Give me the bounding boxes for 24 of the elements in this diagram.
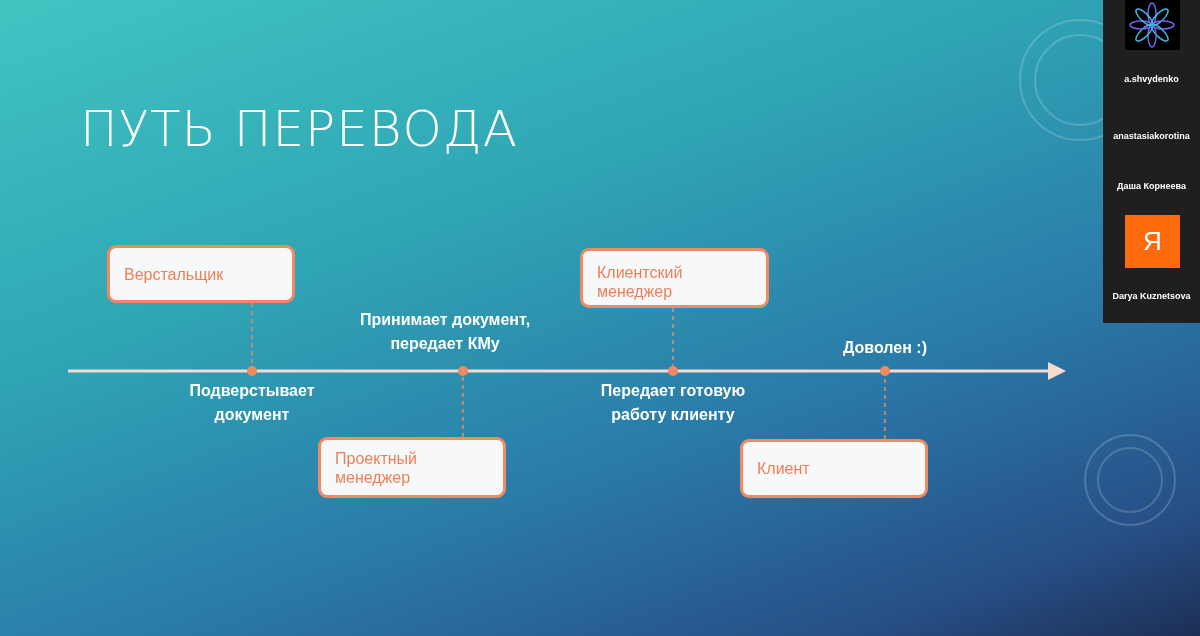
step-description: Подверстывает документ (188, 381, 316, 425)
role-box (580, 248, 769, 308)
avatar-initial: Я (1125, 215, 1180, 268)
timeline-dot (458, 366, 468, 376)
role-name: Клиент (757, 459, 810, 478)
leader-line (672, 307, 674, 367)
timeline-dot (880, 366, 890, 376)
role-name: Проектный менеджер (335, 448, 418, 487)
role-name: Клиентский менеджер (597, 263, 684, 301)
role-name: Верстальщик (124, 264, 224, 284)
step-description: Передает готовую работу клиенту (599, 381, 747, 425)
step-description: Принимает документ, передает КМу (358, 310, 532, 354)
participant-name: Darya Kuznetsova (1111, 291, 1192, 301)
role-box (740, 439, 928, 498)
role-box (318, 437, 506, 498)
participant-name: a.shvydenko (1123, 74, 1180, 84)
leader-line (462, 375, 464, 438)
timeline-dot (668, 366, 678, 376)
participant-name: Даша Корнеева (1116, 181, 1187, 191)
role-box (107, 245, 295, 303)
slide-title: ПУТЬ ПЕРЕВОДА (80, 100, 518, 158)
participant-name: anastasiakorotina (1112, 131, 1191, 141)
step-description: Доволен :) (842, 338, 928, 358)
timeline-dot (247, 366, 257, 376)
